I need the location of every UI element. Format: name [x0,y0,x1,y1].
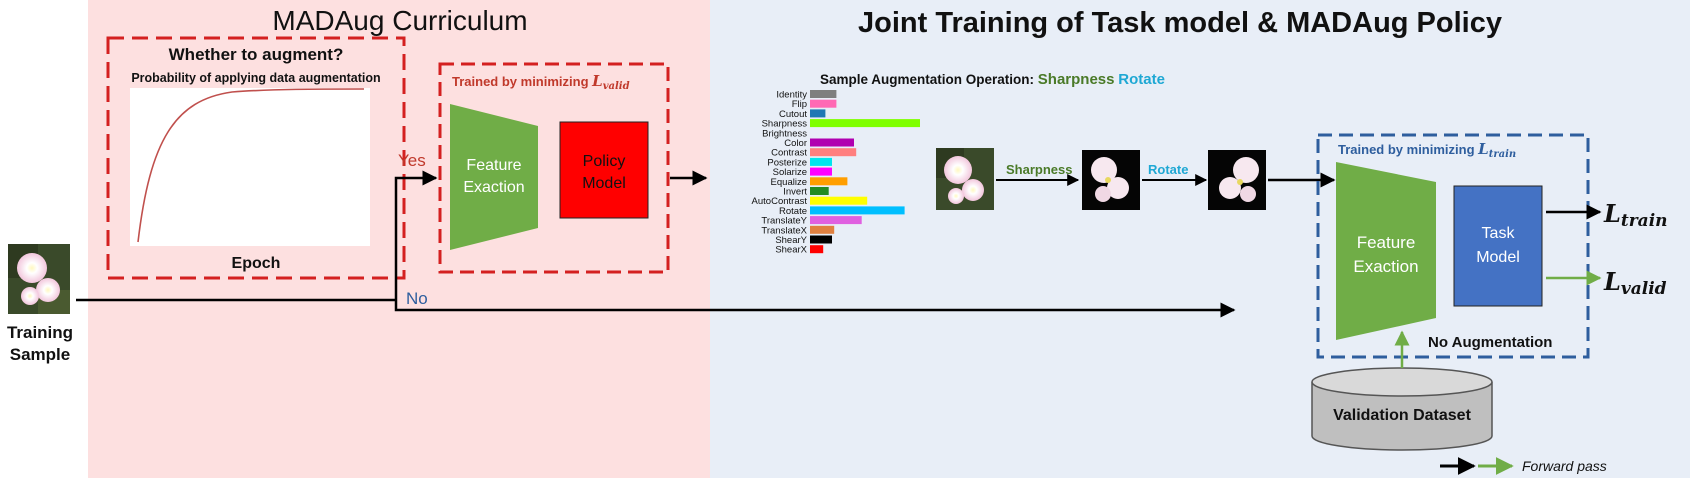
task-feature-extraction-block [1336,162,1436,340]
left-panel-title: MADAug Curriculum [272,5,527,36]
task-feature-label-line1: Feature [1357,233,1416,252]
curriculum-question: Whether to augment? [169,45,344,64]
policy-feature-label-line1: Feature [466,157,521,174]
tick-label-sharpness: Sharpness [762,119,808,130]
bar-sharpness [810,119,920,128]
curriculum-subtitle: Probability of applying data augmentatio… [131,71,380,85]
bar-translatex [810,225,835,234]
tick-label-solarize: Solarize [773,167,807,178]
bar-identity [810,90,837,98]
augmentation-caption: Sample Augmentation Operation: Sharpness… [820,71,1165,88]
rotated-flower-image [1208,150,1266,210]
policy-model-block [559,121,649,219]
bar-cutout [810,109,826,118]
no-label: No [406,289,428,308]
sharpness-op-label: Sharpness [1006,162,1072,177]
policy-model-label-line2: Model [582,175,626,192]
curriculum-curve [137,88,365,243]
augmentation-probability-chart: IdentityFlipCutoutSharpnessBrightnessCol… [752,90,920,256]
original-flower-image [936,148,994,210]
policy-trained-by: Trained by minimizing Lvalid [452,72,630,92]
tick-label-translatey: TranslateY [761,216,807,227]
tick-label-rotate: Rotate [779,206,807,217]
tick-label-sheary: ShearY [775,235,807,246]
tick-label-invert: Invert [783,187,807,198]
policy-training-box [438,62,670,274]
tick-label-translatex: TranslateX [761,225,807,236]
curriculum-plot-area [130,88,370,246]
tick-label-posterize: Posterize [767,157,807,168]
no-branch-arrow [394,300,1236,318]
bar-color [810,138,854,147]
curriculum-box [106,36,406,280]
yes-label: Yes [398,151,426,170]
rotate-op-label: Rotate [1148,162,1188,177]
tick-label-contrast: Contrast [771,148,807,159]
right-panel-title: Joint Training of Task model & MADAug Po… [858,7,1502,39]
bar-autocontrast [810,196,868,205]
bar-solarize [810,167,832,176]
tick-label-brightness: Brightness [762,128,807,139]
yes-branch-arrow [394,170,438,300]
forward-pass-legend: Forward pass [1440,457,1607,475]
task-model-label-line1: Task [1482,225,1516,242]
policy-feature-label-line2: Exaction [463,179,524,196]
sharpened-flower-image [1082,150,1140,210]
training-sample-image [8,244,70,314]
bar-sheary [810,235,832,244]
task-trained-by: Trained by minimizing Ltrain [1338,140,1516,160]
tick-label-identity: Identity [776,90,807,101]
bar-posterize [810,157,832,166]
task-training-box [1316,133,1590,359]
valid-loss-label: Lvalid [1603,267,1667,299]
tick-label-color: Color [784,138,807,149]
forward-pass-label: Forward pass [1522,458,1607,474]
bar-rotate [810,206,905,215]
bar-translatey [810,216,862,225]
bar-shearx [810,245,824,254]
validation-dataset-label: Validation Dataset [1333,407,1471,424]
tick-label-shearx: ShearX [775,245,807,256]
bar-equalize [810,177,848,186]
task-model-block [1453,185,1543,307]
policy-model-label-line1: Policy [583,153,626,170]
bar-invert [810,187,829,195]
training-sample-label-line2: Sample [10,345,70,364]
tick-label-flip: Flip [792,99,807,110]
tick-label-cutout: Cutout [779,109,807,120]
policy-feature-extraction-block [450,104,538,250]
bar-flip [810,99,837,108]
curriculum-epoch-label: Epoch [232,255,281,272]
bar-contrast [810,148,857,157]
task-feature-label-line2: Exaction [1353,257,1418,276]
training-sample-label-line1: Training [7,323,73,342]
no-augmentation-label: No Augmentation [1428,334,1552,351]
tick-label-autocontrast: AutoContrast [752,196,808,207]
task-model-label-line2: Model [1476,249,1520,266]
train-loss-label: Ltrain [1603,199,1668,231]
tick-label-equalize: Equalize [771,177,807,188]
